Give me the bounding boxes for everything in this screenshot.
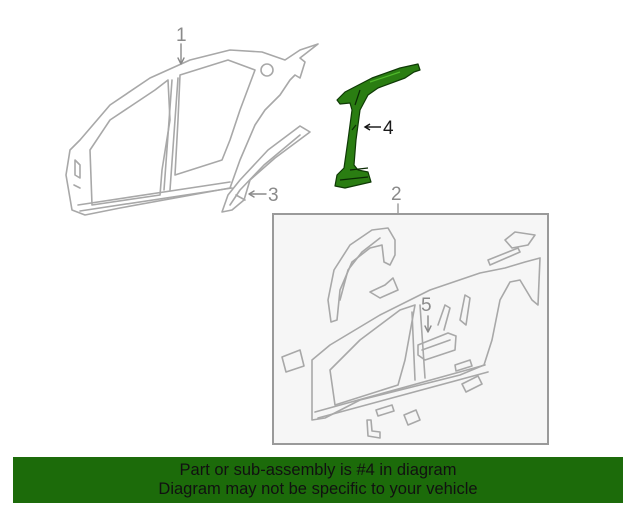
callout-2: 2 (391, 184, 402, 205)
info-banner: Part or sub-assembly is #4 in diagram Di… (13, 457, 623, 503)
callout-5: 5 (421, 295, 432, 316)
part-1-body-side-outer (65, 43, 319, 216)
part-3-pillar-reinforcement (221, 125, 311, 213)
part-4-center-pillar-highlighted (334, 63, 421, 189)
banner-line-part-number: Part or sub-assembly is #4 in diagram (179, 461, 457, 479)
part-2-sub-assembly (281, 227, 541, 439)
callout-4: 4 (383, 118, 394, 139)
banner-line-disclaimer: Diagram may not be specific to your vehi… (158, 480, 478, 498)
callout-3: 3 (268, 185, 279, 206)
callout-1: 1 (176, 25, 187, 46)
